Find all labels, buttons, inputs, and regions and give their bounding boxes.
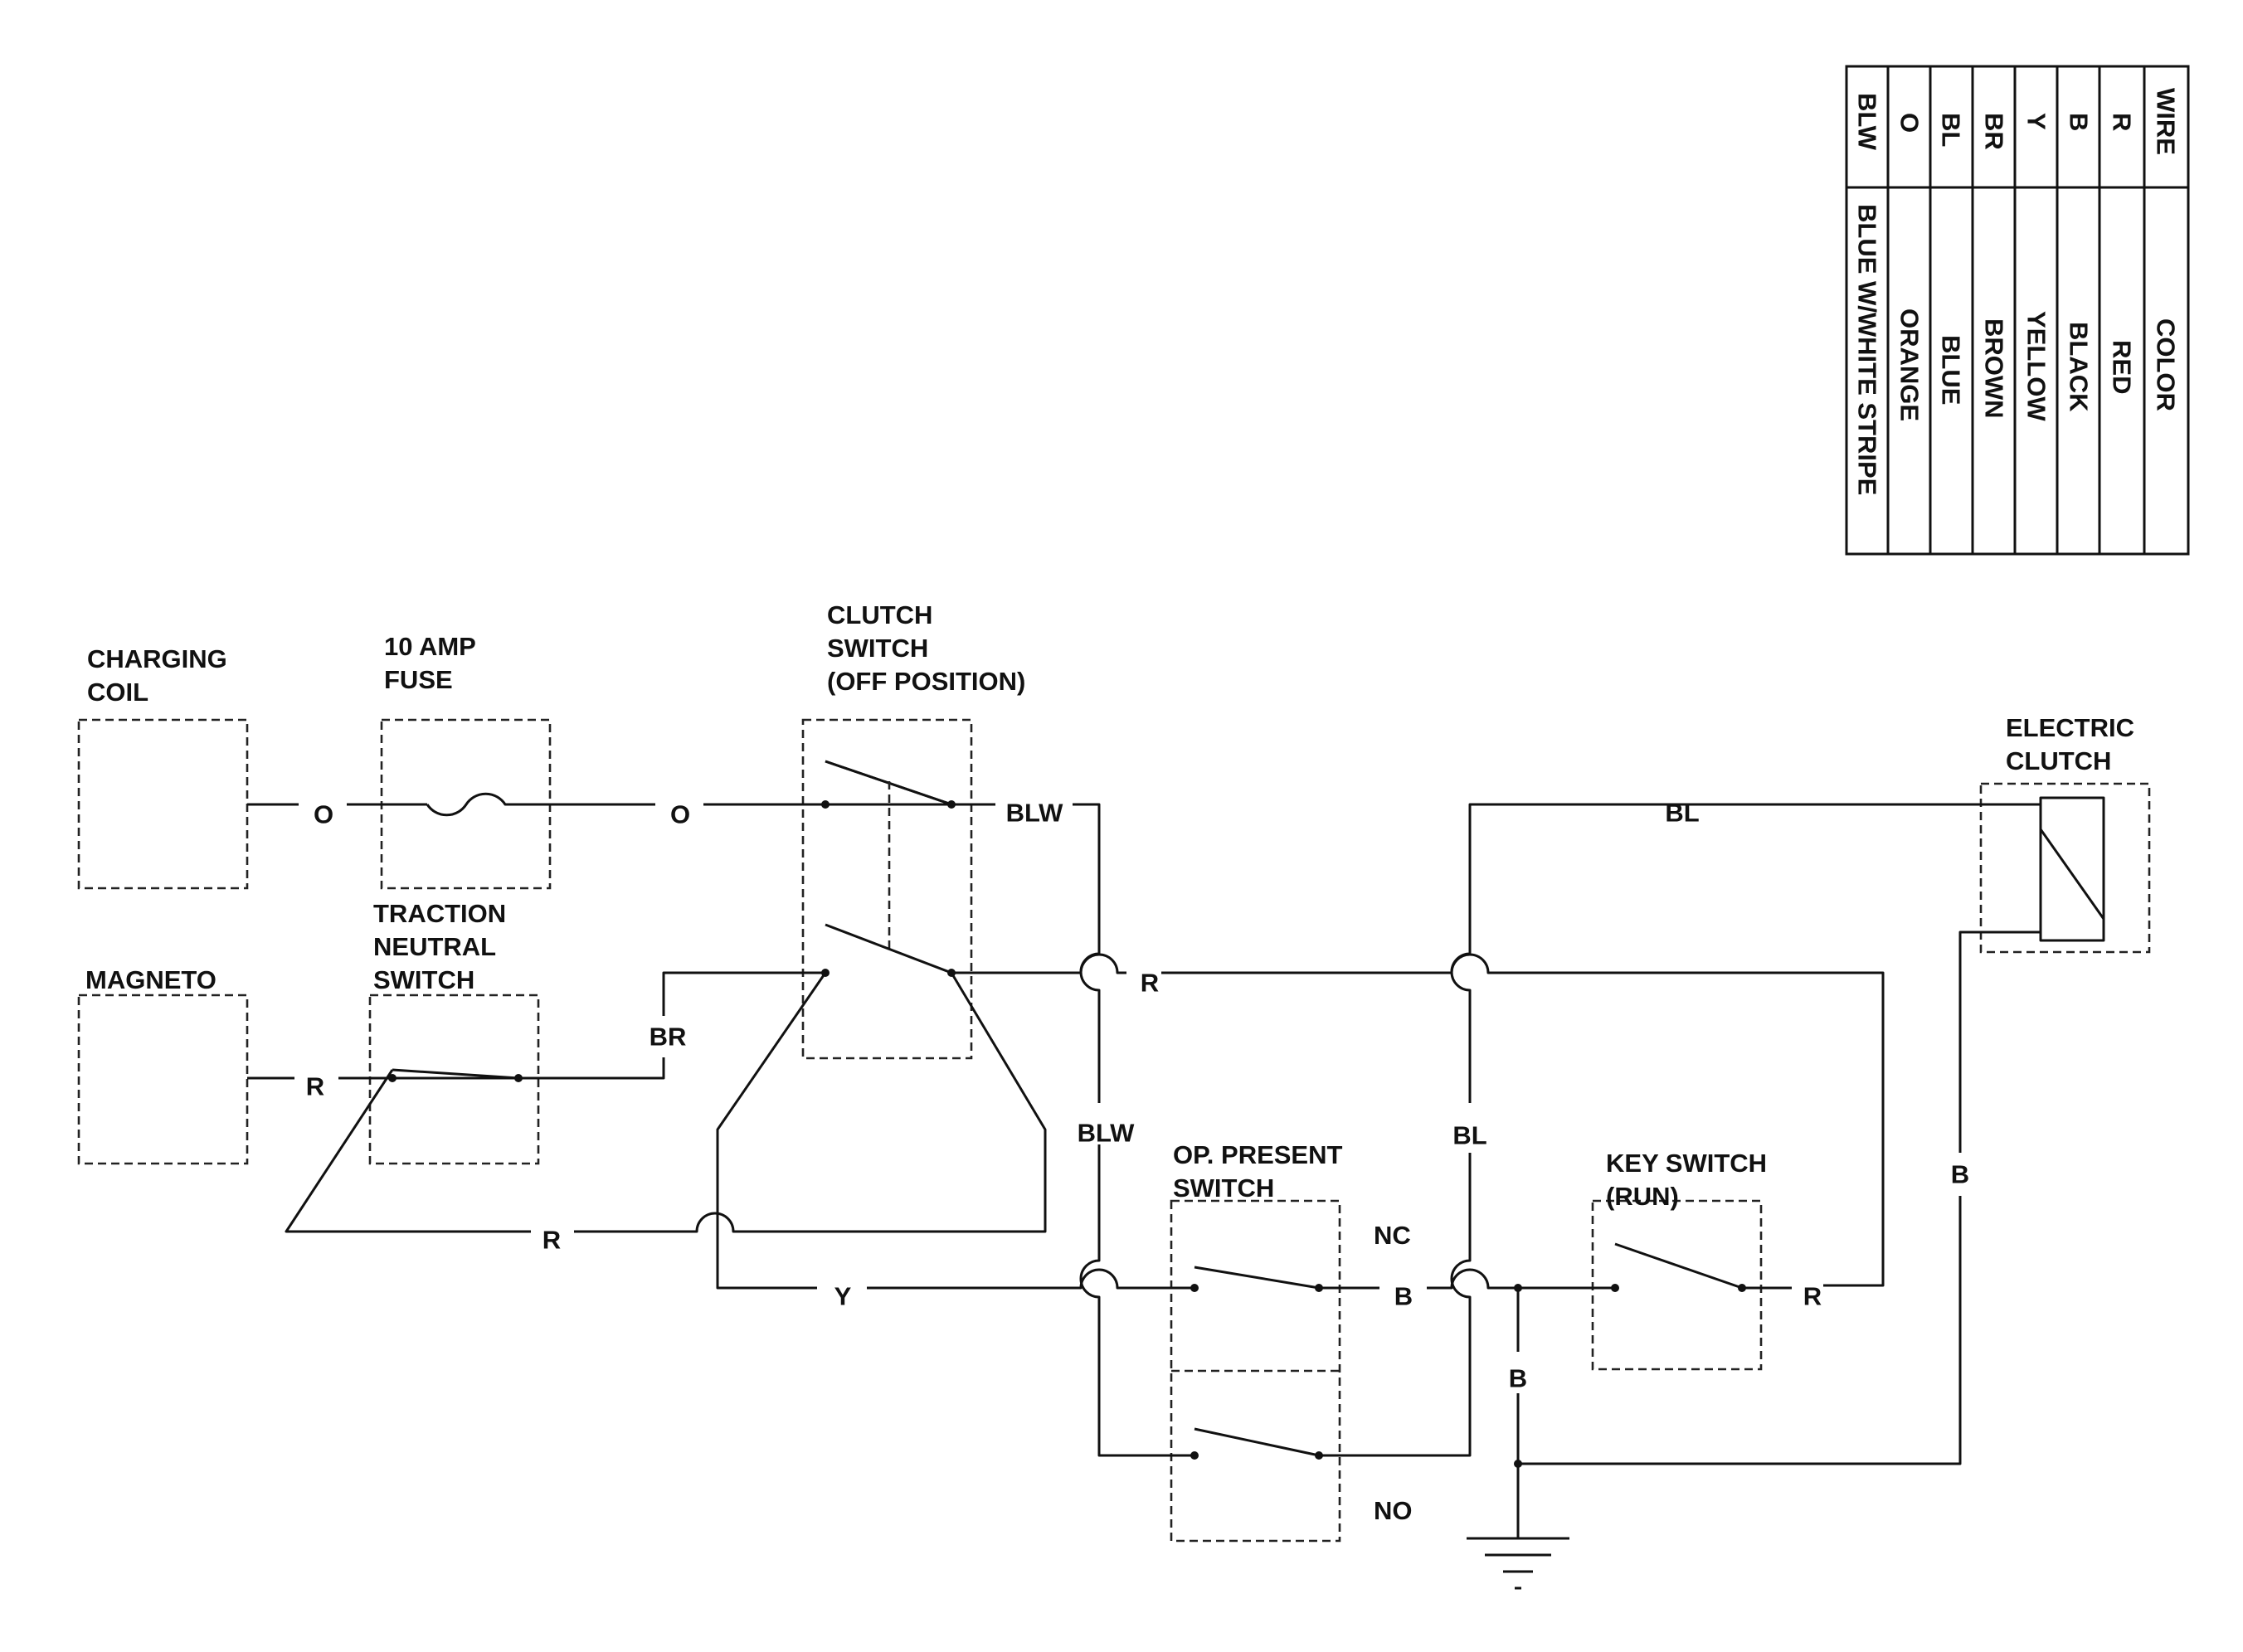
wire-label-y: Y	[834, 1282, 852, 1311]
legend-row-wire: Y	[2022, 113, 2051, 130]
wire-label-o-1: O	[314, 800, 333, 829]
legend-row-color: BROWN	[1980, 318, 2009, 419]
key-switch-box	[1591, 1199, 1763, 1371]
junction-dots	[388, 800, 1746, 1468]
op-nc-contact	[1194, 1266, 1320, 1290]
wire-br	[518, 971, 825, 1080]
no-label: NO	[1374, 1496, 1413, 1525]
wire-bl	[1319, 803, 1709, 1457]
clutch-switch-box	[801, 718, 973, 1060]
wire-label-r-clutch: R	[1141, 969, 1159, 998]
charging-coil-label: CHARGING COIL	[87, 644, 234, 707]
wire-label-blw-top: BLW	[1006, 799, 1064, 828]
fuse-label: 10 AMP FUSE	[384, 632, 483, 694]
op-present-switch-label: OP. PRESENT SWITCH	[1173, 1140, 1350, 1203]
legend-row-color: RED	[2108, 340, 2137, 394]
wire-label-o-2: O	[670, 800, 690, 829]
wire-label-br: BR	[650, 1023, 687, 1052]
traction-contact-blade	[392, 1068, 519, 1080]
nc-label: NC	[1374, 1221, 1411, 1250]
clutch-contact-bottom	[825, 923, 952, 974]
op-no-contact	[1194, 1427, 1320, 1457]
magneto-label: MAGNETO	[85, 965, 217, 994]
electric-clutch-box	[1979, 782, 2151, 954]
wire-label-bl-vertical: BL	[1452, 1121, 1486, 1150]
legend-row-color: BLACK	[2065, 322, 2094, 412]
legend-row-wire: BLW	[1853, 93, 1882, 151]
legend-row-color: BLUE	[1937, 335, 1966, 405]
op-present-switch-box	[1170, 1199, 1341, 1543]
wire-color-legend: WIRE COLOR R RED B BLACK Y YELLOW BR BRO…	[1845, 65, 2190, 556]
wire-label-r-key: R	[1803, 1282, 1822, 1311]
wire-label-b-nc: B	[1394, 1282, 1413, 1311]
wire-label-r-magneto: R	[306, 1072, 324, 1101]
legend-row-wire: R	[2108, 113, 2137, 131]
fuse-symbol	[426, 792, 550, 817]
legend-row-color: YELLOW	[2022, 311, 2051, 421]
legend-row-wire: B	[2065, 113, 2094, 131]
wire-b-nc	[1319, 1268, 1615, 1290]
legend-row-wire: BL	[1937, 113, 1966, 147]
wire-blw	[951, 803, 1194, 1457]
traction-neutral-switch-label: TRACTION NEUTRAL SWITCH	[373, 899, 513, 994]
key-switch-label: KEY SWITCH (RUN)	[1606, 1149, 1774, 1211]
legend-row-wire: BR	[1980, 113, 2009, 150]
wire-label-blw-vertical: BLW	[1078, 1119, 1136, 1148]
clutch-switch-label: CLUTCH SWITCH (OFF POSITION)	[827, 600, 1025, 696]
wire-b-clutch	[1518, 930, 2041, 1465]
wire-label-bl-top: BL	[1665, 799, 1699, 828]
legend-header-color: COLOR	[2152, 318, 2181, 411]
electric-clutch-coil	[2039, 796, 2105, 942]
magneto-box	[77, 994, 249, 1165]
legend-header-wire: WIRE	[2152, 88, 2181, 155]
wire-label-b-right: B	[1951, 1160, 1969, 1189]
key-contact	[1614, 1242, 1743, 1290]
wire-label-r-loop: R	[543, 1226, 561, 1255]
legend-row-color: ORANGE	[1895, 309, 1924, 421]
legend-row-color: BLUE W/WHITE STRIPE	[1853, 204, 1882, 495]
electric-clutch-label: ELECTRIC CLUTCH	[2006, 713, 2142, 775]
legend-row-wire: O	[1895, 113, 1924, 133]
ground-symbol	[1467, 1537, 1569, 1590]
charging-coil-box	[77, 718, 249, 890]
electric-clutch-coil-slash	[2039, 828, 2105, 920]
wire-y	[716, 972, 1194, 1290]
wire-label-b-down: B	[1509, 1364, 1527, 1393]
wire-r-loop	[285, 972, 1047, 1233]
